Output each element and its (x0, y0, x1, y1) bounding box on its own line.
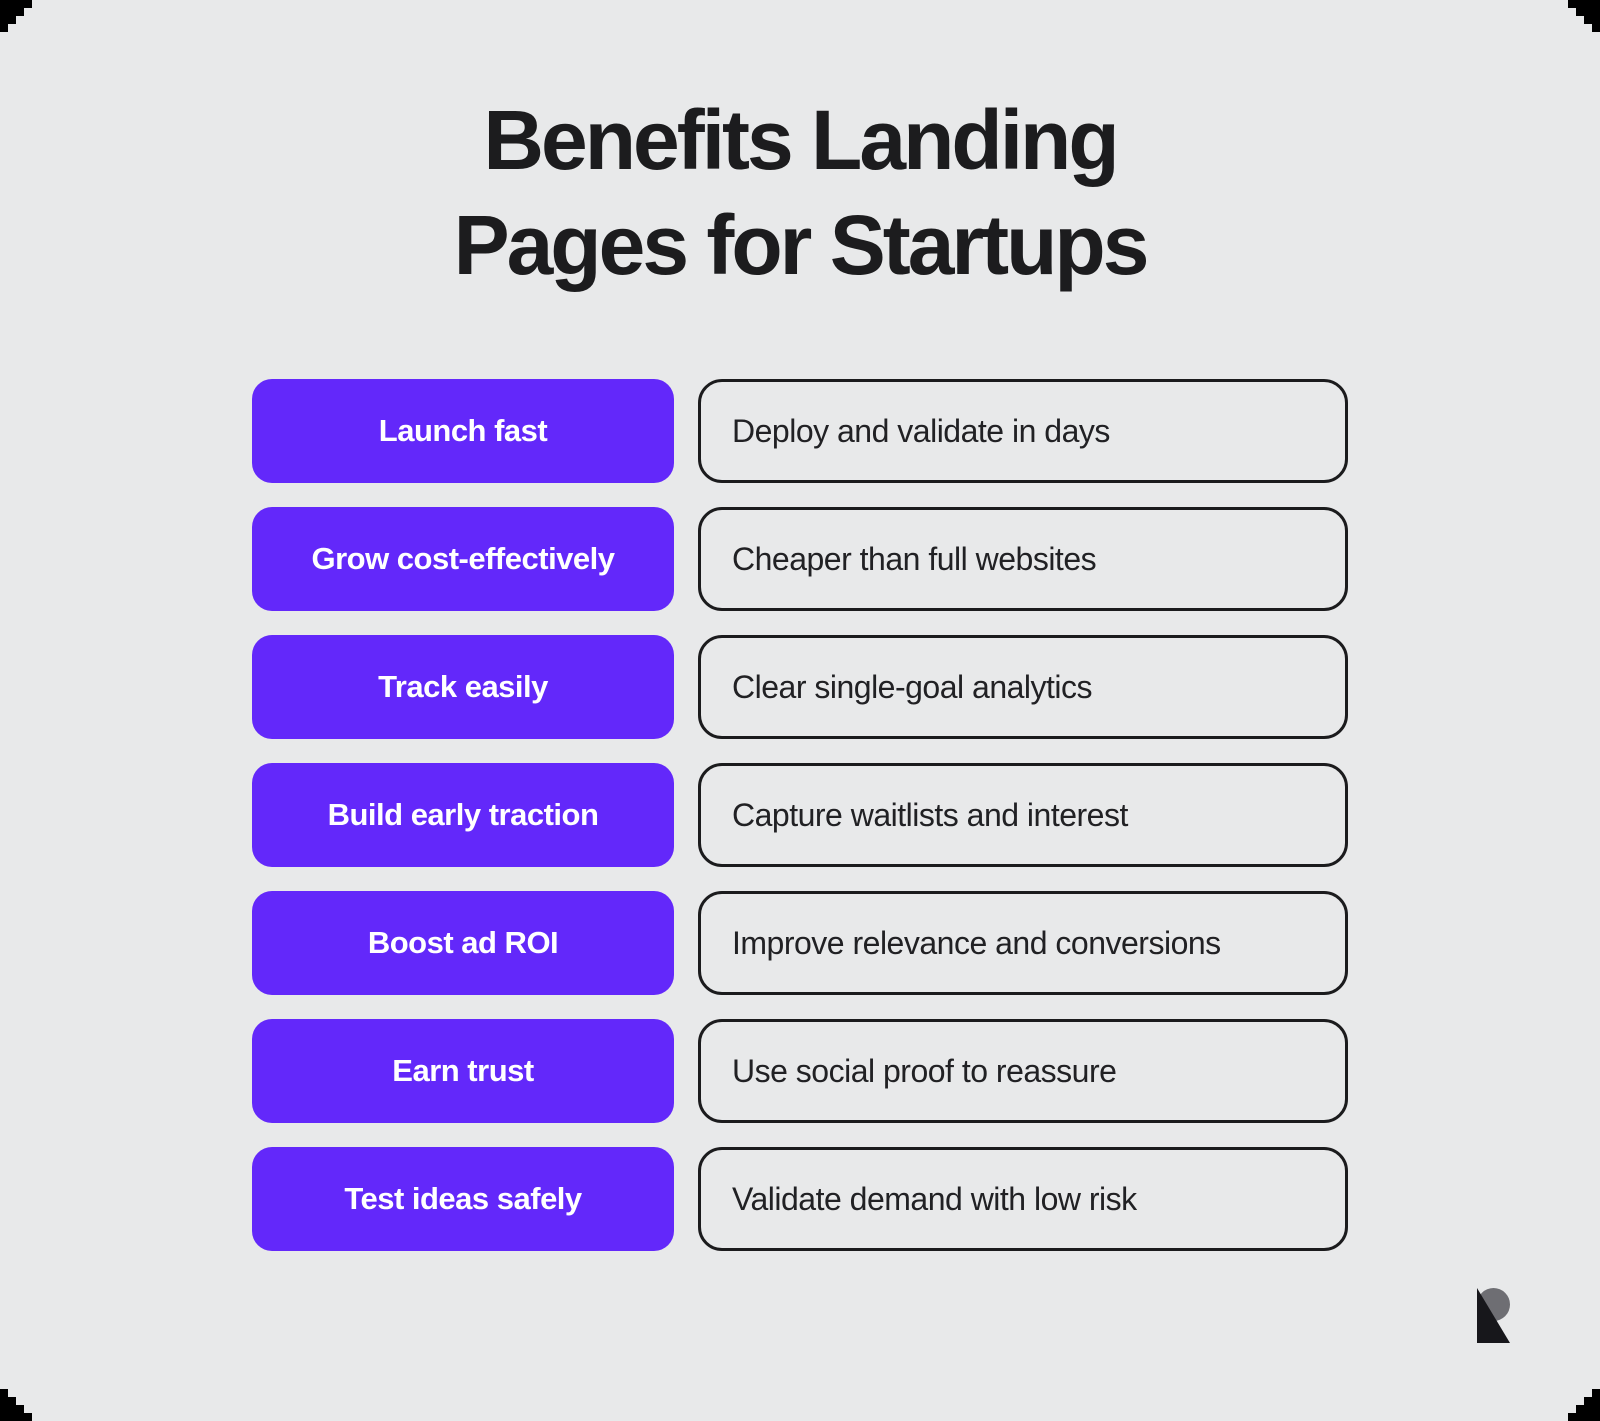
corner-cutout-top-right (1568, 0, 1600, 32)
benefit-row: Boost ad ROI Improve relevance and conve… (252, 891, 1348, 995)
benefit-row: Earn trust Use social proof to reassure (252, 1019, 1348, 1123)
corner-cutout-bottom-left (0, 1389, 32, 1421)
benefit-description-box: Improve relevance and conversions (698, 891, 1348, 995)
benefit-row: Grow cost-effectively Cheaper than full … (252, 507, 1348, 611)
benefit-row: Track easily Clear single-goal analytics (252, 635, 1348, 739)
corner-cutout-bottom-right (1568, 1389, 1600, 1421)
benefit-label-pill: Earn trust (252, 1019, 674, 1123)
benefit-label-pill: Build early traction (252, 763, 674, 867)
benefit-description-box: Use social proof to reassure (698, 1019, 1348, 1123)
page-title-line1: Benefits Landing (483, 93, 1119, 187)
r-monogram-logo (1477, 1288, 1510, 1343)
benefit-description-box: Clear single-goal analytics (698, 635, 1348, 739)
benefit-row: Test ideas safely Validate demand with l… (252, 1147, 1348, 1251)
benefit-label-pill: Test ideas safely (252, 1147, 674, 1251)
corner-cutout-top-left (0, 0, 32, 32)
r-monogram-icon (1477, 1288, 1510, 1343)
benefit-description-box: Cheaper than full websites (698, 507, 1348, 611)
benefit-description-box: Validate demand with low risk (698, 1147, 1348, 1251)
benefit-label-pill: Grow cost-effectively (252, 507, 674, 611)
benefit-description-box: Deploy and validate in days (698, 379, 1348, 483)
benefit-row: Launch fast Deploy and validate in days (252, 379, 1348, 483)
benefit-row: Build early traction Capture waitlists a… (252, 763, 1348, 867)
benefit-label-pill: Launch fast (252, 379, 674, 483)
benefit-label-pill: Track easily (252, 635, 674, 739)
page-title-line2: Pages for Startups (453, 198, 1150, 292)
benefits-list: Launch fast Deploy and validate in days … (252, 379, 1348, 1251)
benefit-label-pill: Boost ad ROI (252, 891, 674, 995)
benefit-description-box: Capture waitlists and interest (698, 763, 1348, 867)
